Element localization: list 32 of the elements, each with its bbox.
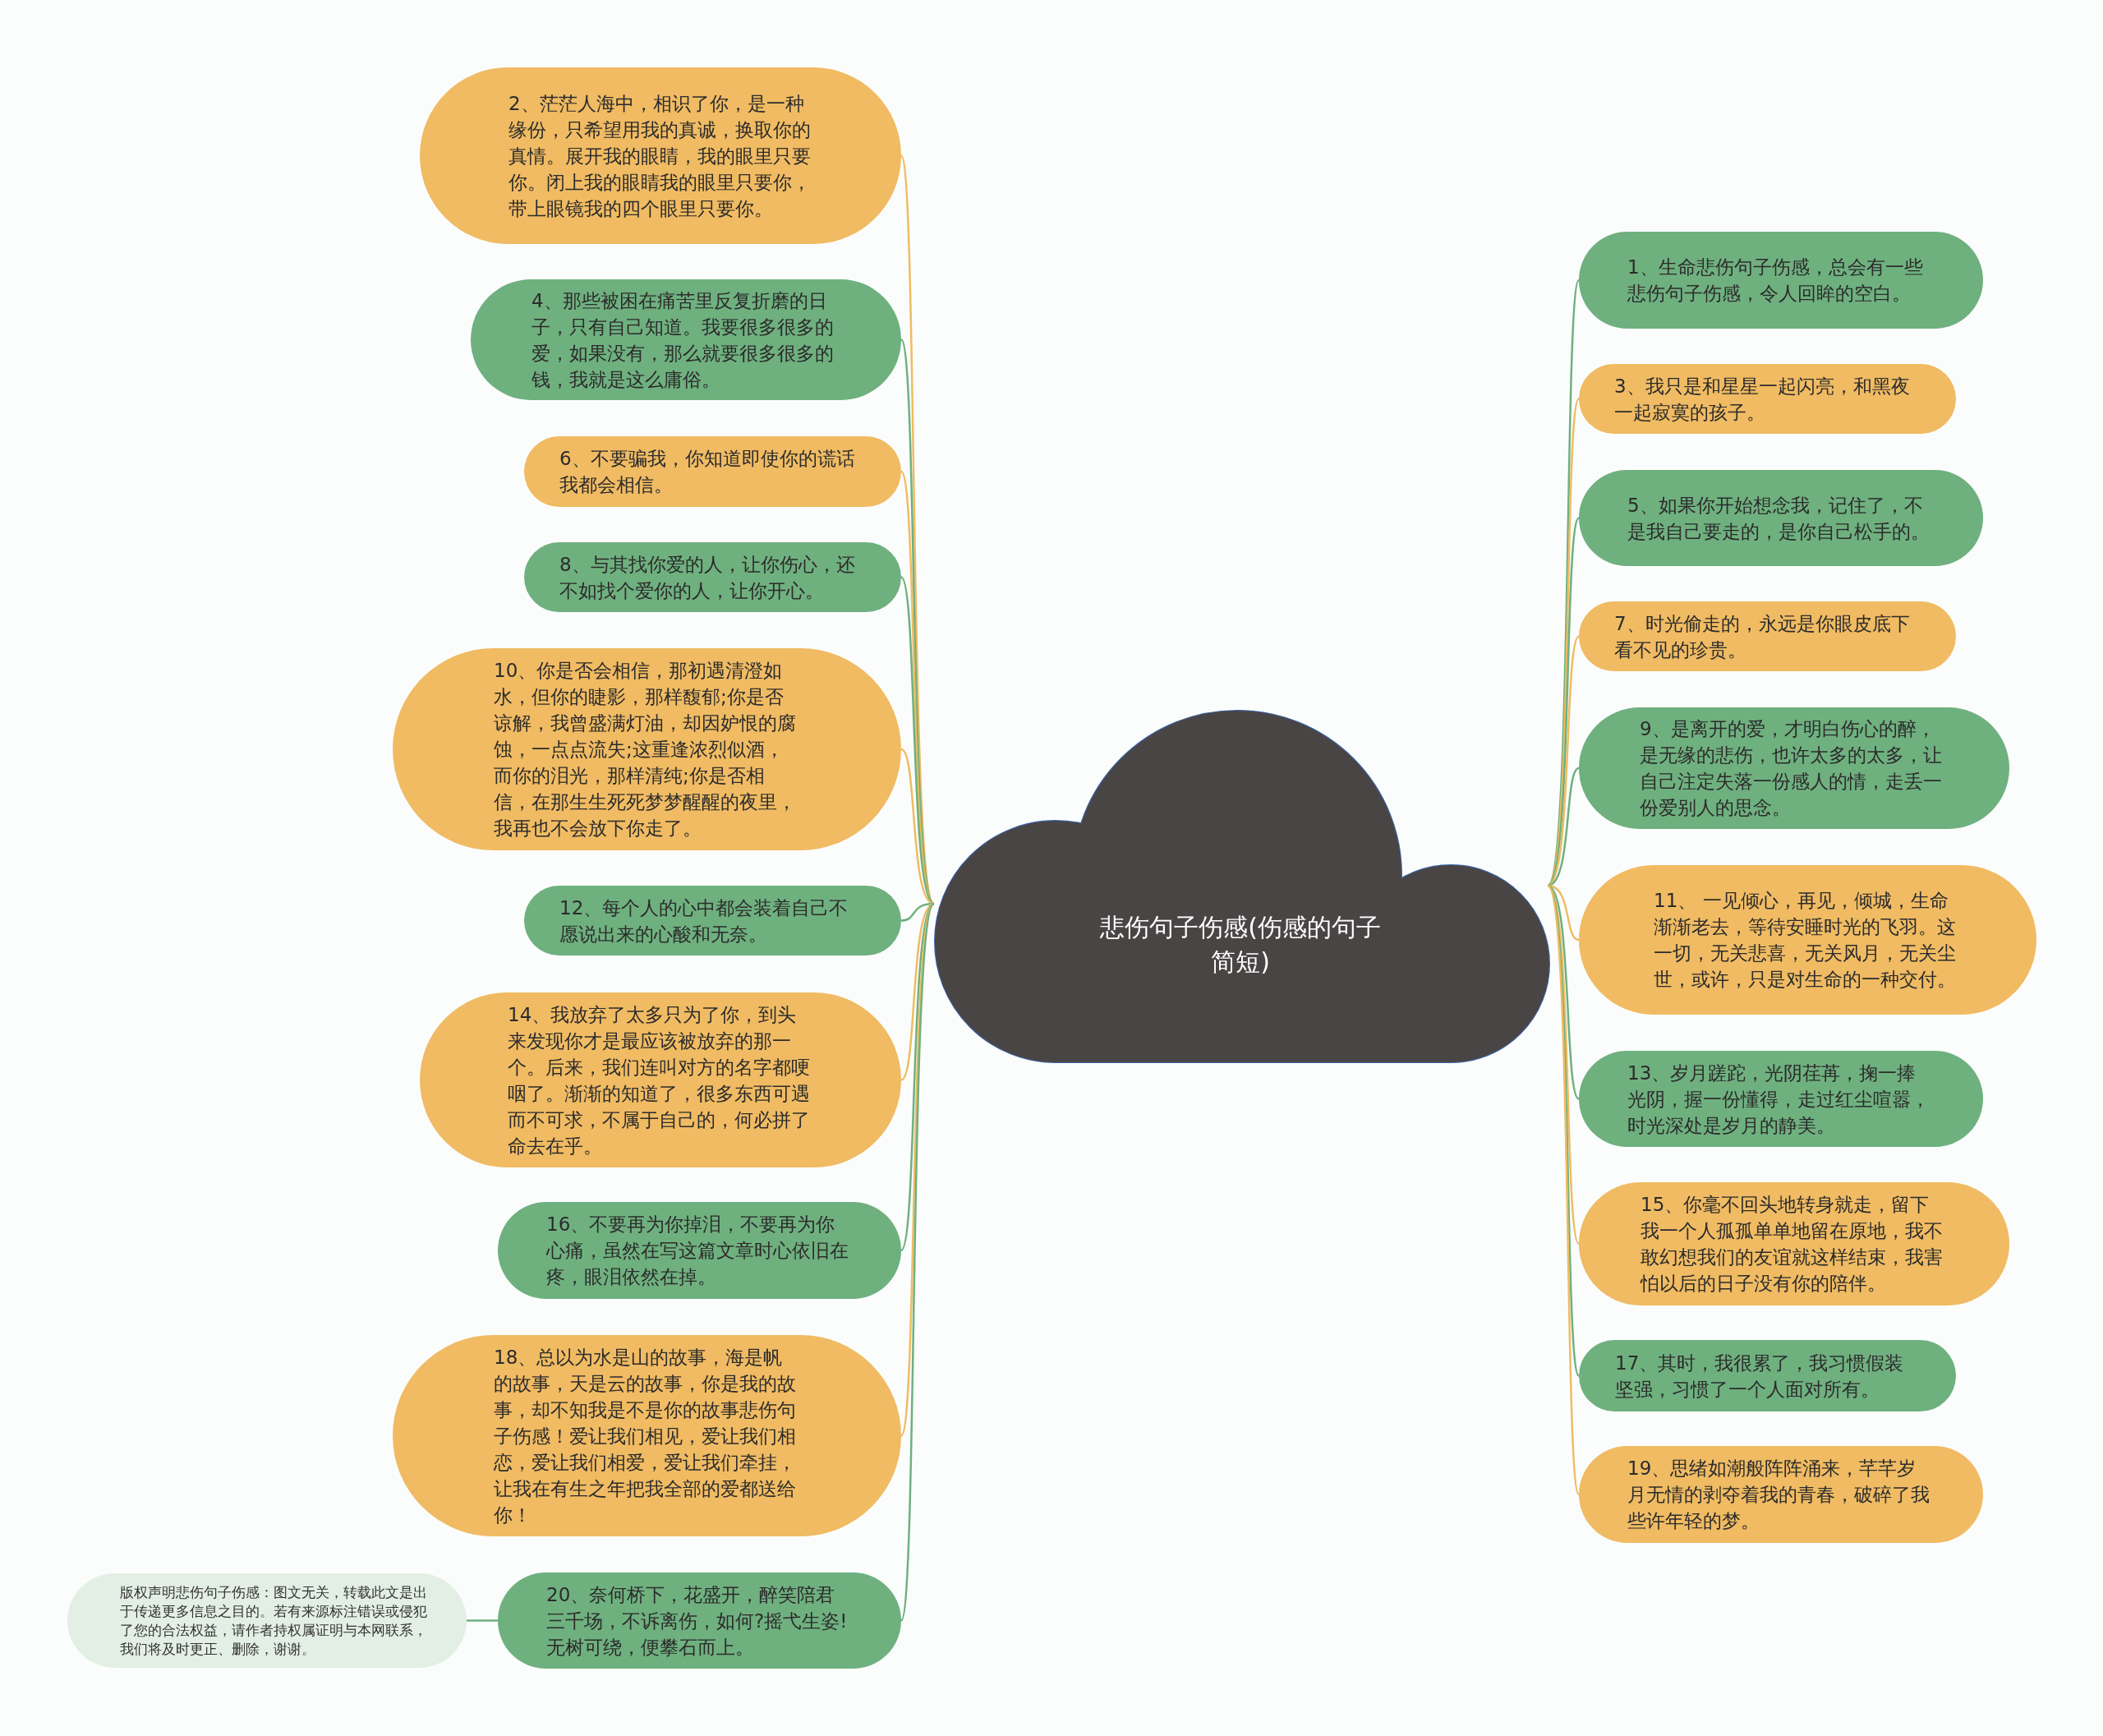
- sentence-pill: 19、思绪如潮般阵阵涌来，芊芊岁月无情的剥夺着我的青春，破碎了我些许年轻的梦。: [1579, 1446, 1983, 1543]
- connector-line: [900, 748, 935, 905]
- sentence-pill: 15、你毫不回头地转身就走，留下我一个人孤孤单单地留在原地，我不敢幻想我们的友谊就这样结束，我害怕以后的日子没有你的陪伴。: [1579, 1182, 2009, 1305]
- sentence-pill: 4、那些被困在痛苦里反复折磨的日子，只有自己知道。我要很多很多的爱，如果没有，那么就要很多很多的钱，我就是这么庸俗。: [471, 279, 901, 400]
- sentence-pill: 8、与其找你爱的人，让你伤心，还不如找个爱你的人，让你开心。: [524, 542, 901, 612]
- connector-line: [1546, 398, 1581, 886]
- sentence-pill: 1、生命悲伤句子伤感，总会有一些悲伤句子伤感，令人回眸的空白。: [1579, 232, 1983, 329]
- sentence-pill: 9、是离开的爱，才明白伤心的醉，是无缘的悲伤，也许太多的太多，让自己注定失落一份感人的情，走丢一份爱别人的思念。: [1579, 707, 2009, 829]
- connector-line: [1547, 767, 1580, 887]
- connector-line: [1546, 885, 1581, 1495]
- sentence-pill: 12、每个人的心中都会装着自己不愿说出来的心酸和无奈。: [524, 886, 901, 955]
- connector-line: [900, 576, 935, 905]
- connector-line: [1547, 518, 1581, 886]
- sentence-pill: 16、不要再为你掉泪，不要再为你心痛，虽然在写这篇文章时心依旧在疼，眼泪依然在掉。: [498, 1202, 901, 1299]
- sentence-pill: 5、如果你开始想念我，记住了，不是我自己要走的，是你自己松手的。: [1579, 470, 1983, 566]
- sentence-pill: 7、时光偷走的，永远是你眼皮底下看不见的珍贵。: [1579, 601, 1956, 671]
- sentence-pill: 3、我只是和星星一起闪亮，和黑夜一起寂寞的孩子。: [1579, 364, 1956, 434]
- sentence-pill: 17、其时，我很累了，我习惯假装坚强，习惯了一个人面对所有。: [1579, 1340, 1956, 1411]
- sentence-pill: 2、茫茫人海中，相识了你，是一种缘份，只希望用我的真诚，换取你的真情。展开我的眼睛，我的眼里只要你。闭上我的眼睛我的眼里只要你，带上眼镜我的四个眼里只要你。: [420, 67, 901, 244]
- sentence-pill: 20、奈何桥下，花盛开，醉笑陪君三千场，不诉离伤，如何?摇弋生姿!无树可绕，便攀石而上。: [498, 1573, 901, 1669]
- connector-line: [900, 903, 936, 1621]
- sentence-pill: 14、我放弃了太多只为了你，到头来发现你才是最应该被放弃的那一个。后来，我们连叫对方的名字都哽咽了。渐渐的知道了，很多东西可遇而不可求，不属于自己的，何必拼了命去在乎。: [420, 992, 901, 1167]
- sentence-pill: 11、 一见倾心，再见，倾城，生命渐渐老去，等待安睡时光的飞羽。这一切，无关悲喜，无关风月，无关尘世，或许，只是对生命的一种交付。: [1579, 865, 2036, 1015]
- sentence-pill: 6、不要骗我，你知道即使你的谎话我都会相信。: [524, 436, 901, 507]
- sentence-pill: 18、总以为水是山的故事，海是帆的故事，天是云的故事，你是我的故事，却不知我是不是你的故事悲伤句子伤感！爱让我们相见，爱让我们相恋，爱让我们相爱，爱让我们牵挂，让我在有生之年把我全部的爱都送给你！: [393, 1335, 901, 1536]
- central-topic: 悲伤句子伤感(伤感的句子简短): [1099, 912, 1382, 978]
- connector-line: [900, 902, 935, 1081]
- sentence-pill: 13、岁月蹉跎，光阴荏苒，掬一捧光阴，握一份懂得，走过红尘喧嚣，时光深处是岁月的静美。: [1579, 1051, 1983, 1147]
- connector-line: [1547, 885, 1580, 1100]
- connector-line: [467, 1619, 498, 1622]
- note-pill: 版权声明悲伤句子伤感：图文无关，转载此文是出于传递更多信息之目的。若有来源标注错误或侵犯了您的合法权益，请作者持权属证明与本网联系，我们将及时更正、删除，谢谢。: [67, 1573, 467, 1668]
- sentence-pill: 10、你是否会相信，那初遇清澄如水，但你的睫影，那样馥郁;你是否谅解，我曾盛满灯油，却因妒恨的腐蚀，一点点流失;这重逢浓烈似酒，而你的泪光，那样清纯;你是否相信，在那生生死死梦梦醒醒的夜里，我再也不会放下你走了。: [393, 648, 901, 850]
